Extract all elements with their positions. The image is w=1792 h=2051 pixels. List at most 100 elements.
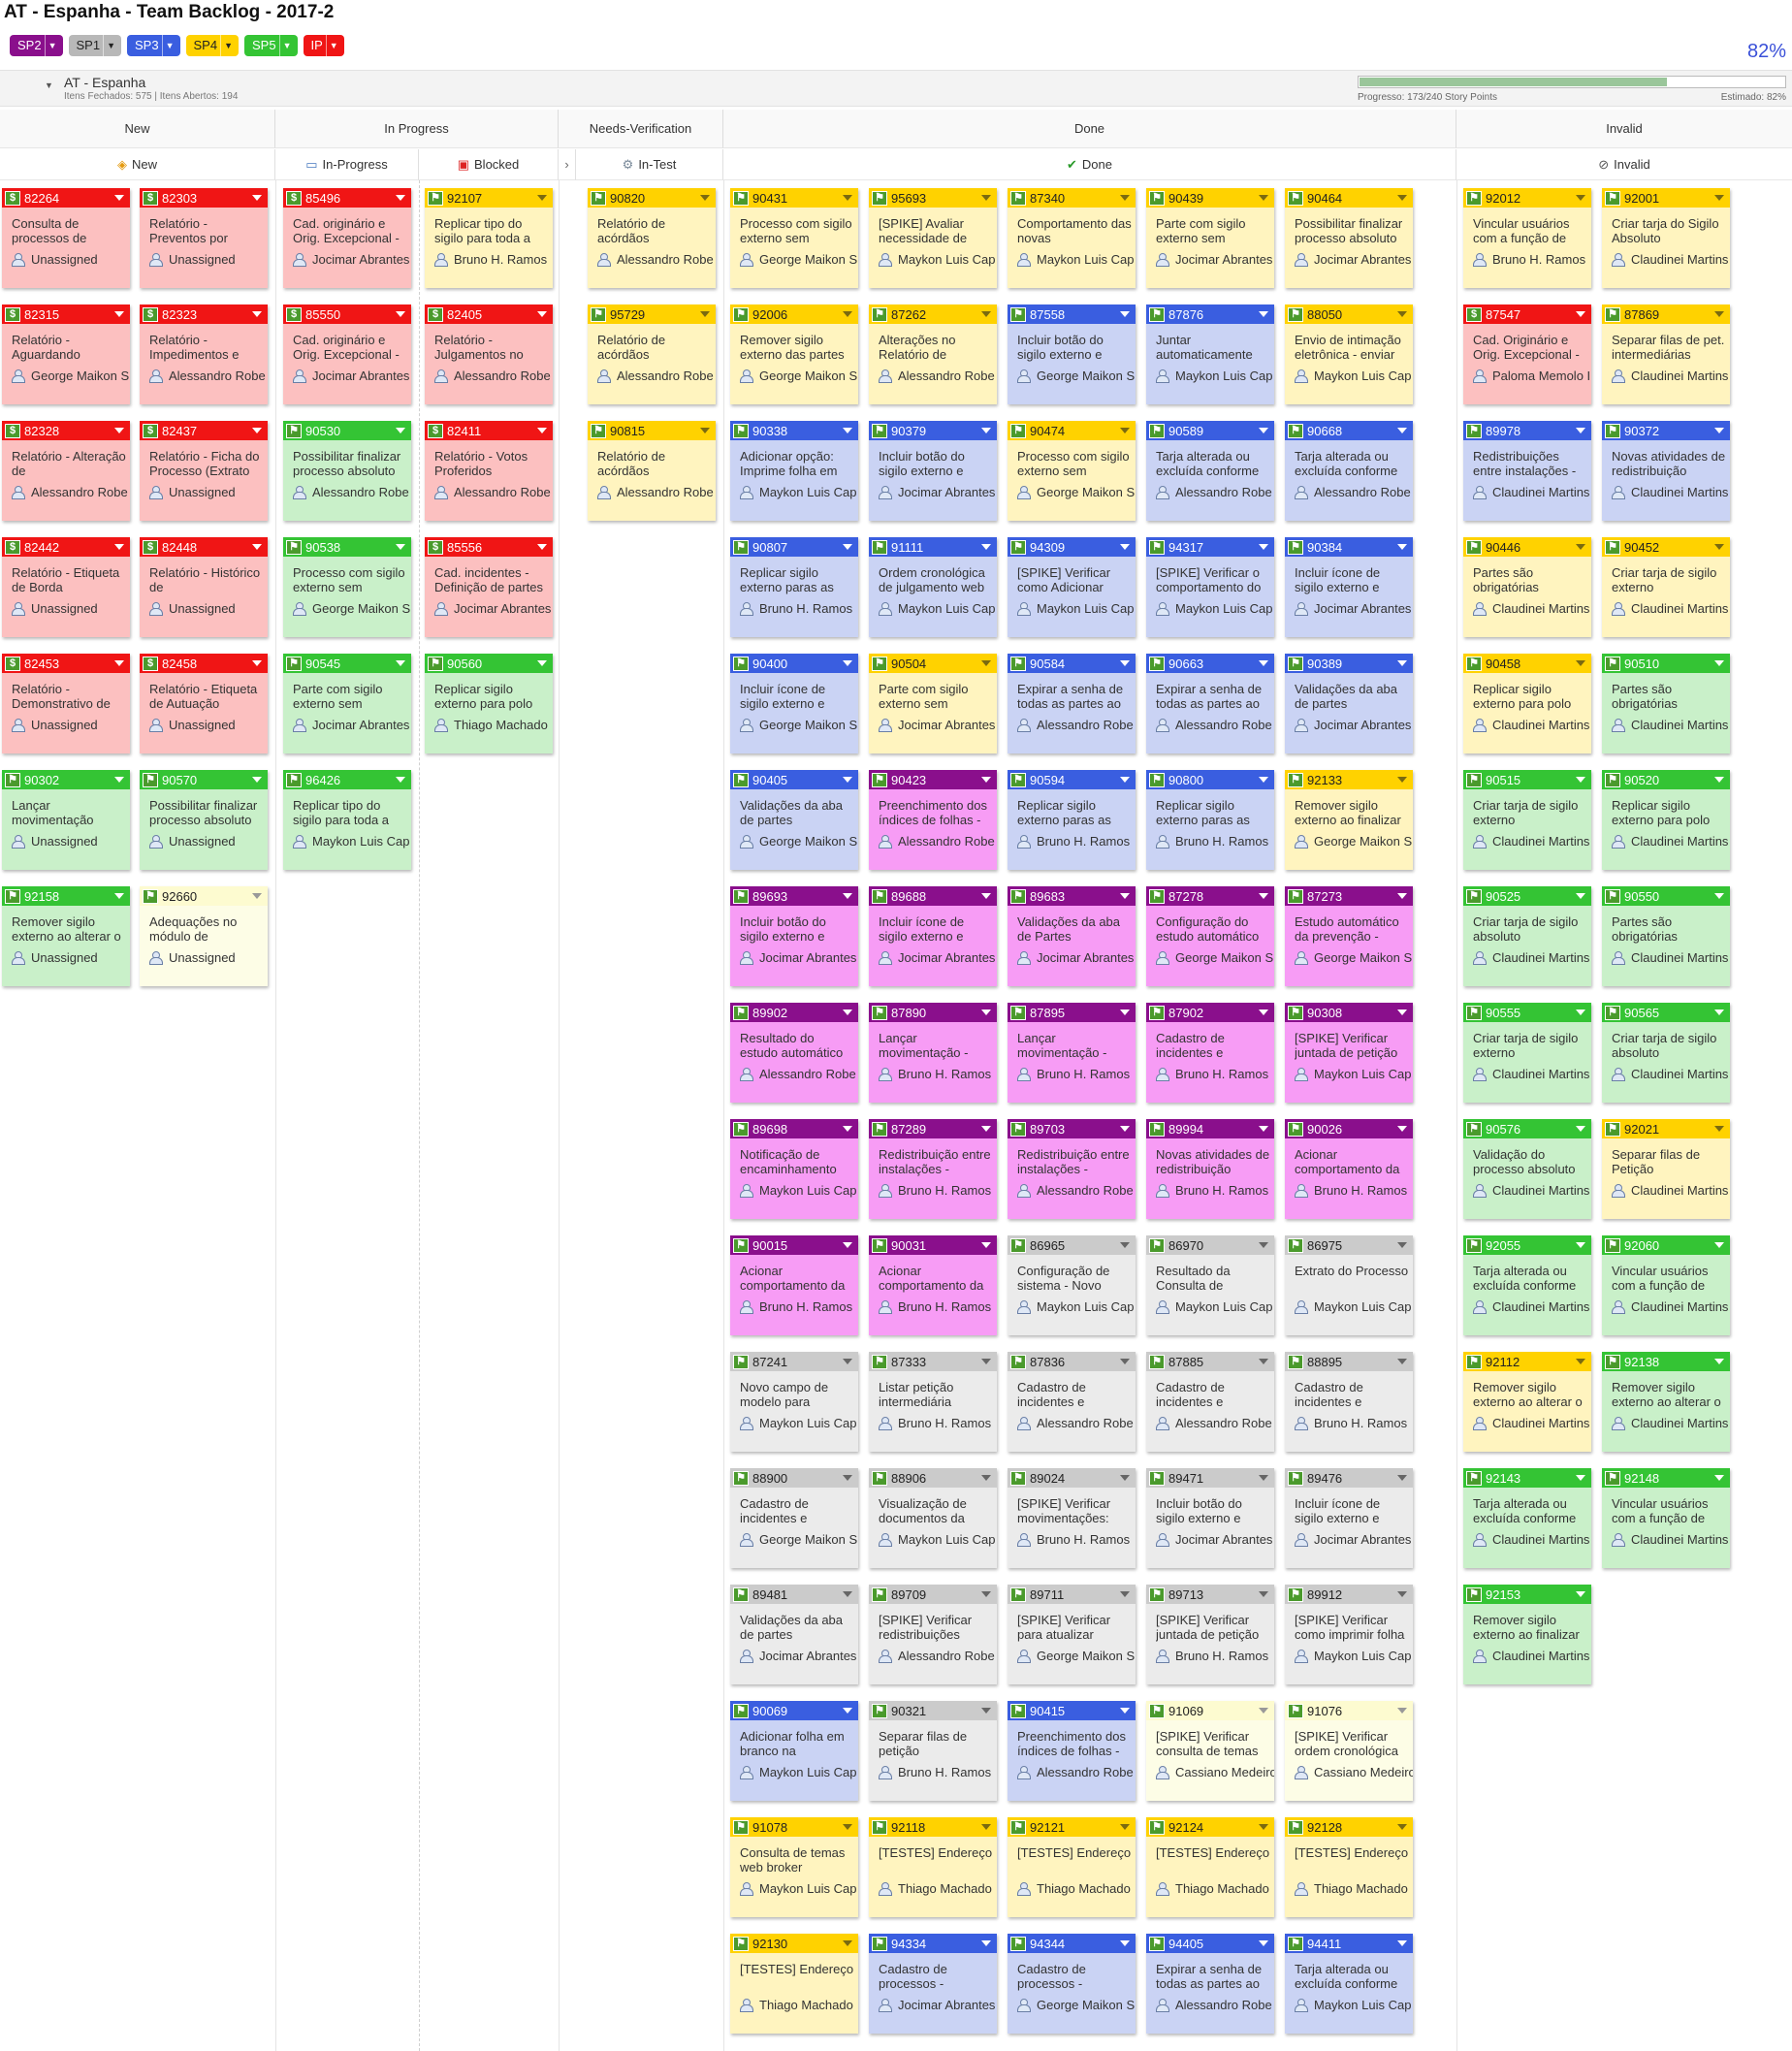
card-owner[interactable]: Alessandro Robe [12,485,130,499]
card-menu-chevron-icon[interactable] [1397,311,1407,317]
card-menu-chevron-icon[interactable] [981,544,991,550]
card-menu-chevron-icon[interactable] [981,311,991,317]
card-menu-chevron-icon[interactable] [981,1940,991,1946]
card-owner[interactable]: Alessandro Robe [740,1067,858,1081]
card-id[interactable]: 88050 [1307,306,1343,322]
card-id[interactable]: 82453 [24,656,60,671]
card-menu-chevron-icon[interactable] [700,311,710,317]
card-id[interactable]: 90431 [752,190,788,206]
card-menu-chevron-icon[interactable] [1714,544,1724,550]
card-id[interactable]: 90594 [1030,772,1066,787]
card-menu-chevron-icon[interactable] [114,544,124,550]
card-owner[interactable]: Bruno H. Ramos [1017,1532,1136,1547]
card-owner[interactable]: Bruno H. Ramos [1156,1183,1274,1198]
chevron-down-icon[interactable]: ▼ [103,35,115,56]
card-owner[interactable]: Alessandro Robe [1156,485,1274,499]
subcolumn-in-test[interactable]: ⚙In-Test [576,149,723,180]
card-owner[interactable]: Unassigned [149,252,268,267]
card-id[interactable]: 89709 [891,1586,927,1602]
card-menu-chevron-icon[interactable] [981,1591,991,1597]
card-id[interactable]: 94405 [1168,1936,1204,1951]
card-menu-chevron-icon[interactable] [1120,660,1130,666]
card-id[interactable]: 92133 [1307,772,1343,787]
card-menu-chevron-icon[interactable] [1120,195,1130,201]
backlog-card[interactable]: ⚑91069[SPIKE] Verificar consulta de tema… [1146,1701,1274,1801]
card-menu-chevron-icon[interactable] [843,195,852,201]
card-owner[interactable]: Alessandro Robe [149,369,268,383]
card-menu-chevron-icon[interactable] [981,1475,991,1481]
card-menu-chevron-icon[interactable] [981,195,991,201]
card-id[interactable]: 89978 [1486,423,1521,438]
card-id[interactable]: 82315 [24,306,60,322]
card-menu-chevron-icon[interactable] [252,195,262,201]
card-id[interactable]: 90302 [24,772,60,787]
card-id[interactable]: 90504 [891,656,927,671]
card-menu-chevron-icon[interactable] [1397,544,1407,550]
card-id[interactable]: 87876 [1168,306,1204,322]
card-menu-chevron-icon[interactable] [396,311,405,317]
card-id[interactable]: 87895 [1030,1005,1066,1020]
card-owner[interactable]: Unassigned [149,950,268,965]
card-owner[interactable]: George Maikon S [1017,369,1136,383]
card-id[interactable]: 92153 [1486,1586,1521,1602]
card-id[interactable]: 82437 [162,423,198,438]
card-owner[interactable]: Alessandro Robe [1295,485,1413,499]
card-menu-chevron-icon[interactable] [1397,1475,1407,1481]
card-id[interactable]: 87558 [1030,306,1066,322]
card-owner[interactable]: Claudinei Martins [1612,252,1730,267]
card-menu-chevron-icon[interactable] [981,1708,991,1714]
card-owner[interactable]: Alessandro Robe [434,369,553,383]
card-owner[interactable]: Thiago Machado [740,1998,858,2012]
card-owner[interactable]: Claudinei Martins [1612,1532,1730,1547]
card-menu-chevron-icon[interactable] [1397,893,1407,899]
card-id[interactable]: 92124 [1168,1819,1204,1835]
card-owner[interactable]: Jocimar Abrantes [1295,252,1413,267]
card-owner[interactable]: Thiago Machado [1295,1881,1413,1896]
card-owner[interactable]: Jocimar Abrantes [879,485,997,499]
card-menu-chevron-icon[interactable] [1120,777,1130,783]
card-owner[interactable]: Unassigned [149,485,268,499]
card-id[interactable]: 90668 [1307,423,1343,438]
card-id[interactable]: 87262 [891,306,927,322]
card-menu-chevron-icon[interactable] [843,1824,852,1830]
card-id[interactable]: 92107 [447,190,483,206]
card-id[interactable]: 89698 [752,1121,788,1137]
card-menu-chevron-icon[interactable] [396,428,405,433]
card-menu-chevron-icon[interactable] [843,1708,852,1714]
card-menu-chevron-icon[interactable] [114,660,124,666]
card-owner[interactable]: Maykon Luis Cap [740,1765,858,1779]
card-menu-chevron-icon[interactable] [843,1359,852,1364]
card-owner[interactable]: George Maikon S [740,834,858,849]
card-menu-chevron-icon[interactable] [843,777,852,783]
card-owner[interactable]: Alessandro Robe [1156,1998,1274,2012]
card-owner[interactable]: Jocimar Abrantes [879,718,997,732]
subcolumn-done[interactable]: ✔Done [723,149,1456,180]
card-id[interactable]: 88906 [891,1470,927,1486]
card-owner[interactable]: Maykon Luis Cap [1156,369,1274,383]
card-id[interactable]: 90458 [1486,656,1521,671]
card-id[interactable]: 92055 [1486,1237,1521,1253]
card-menu-chevron-icon[interactable] [1259,1824,1268,1830]
